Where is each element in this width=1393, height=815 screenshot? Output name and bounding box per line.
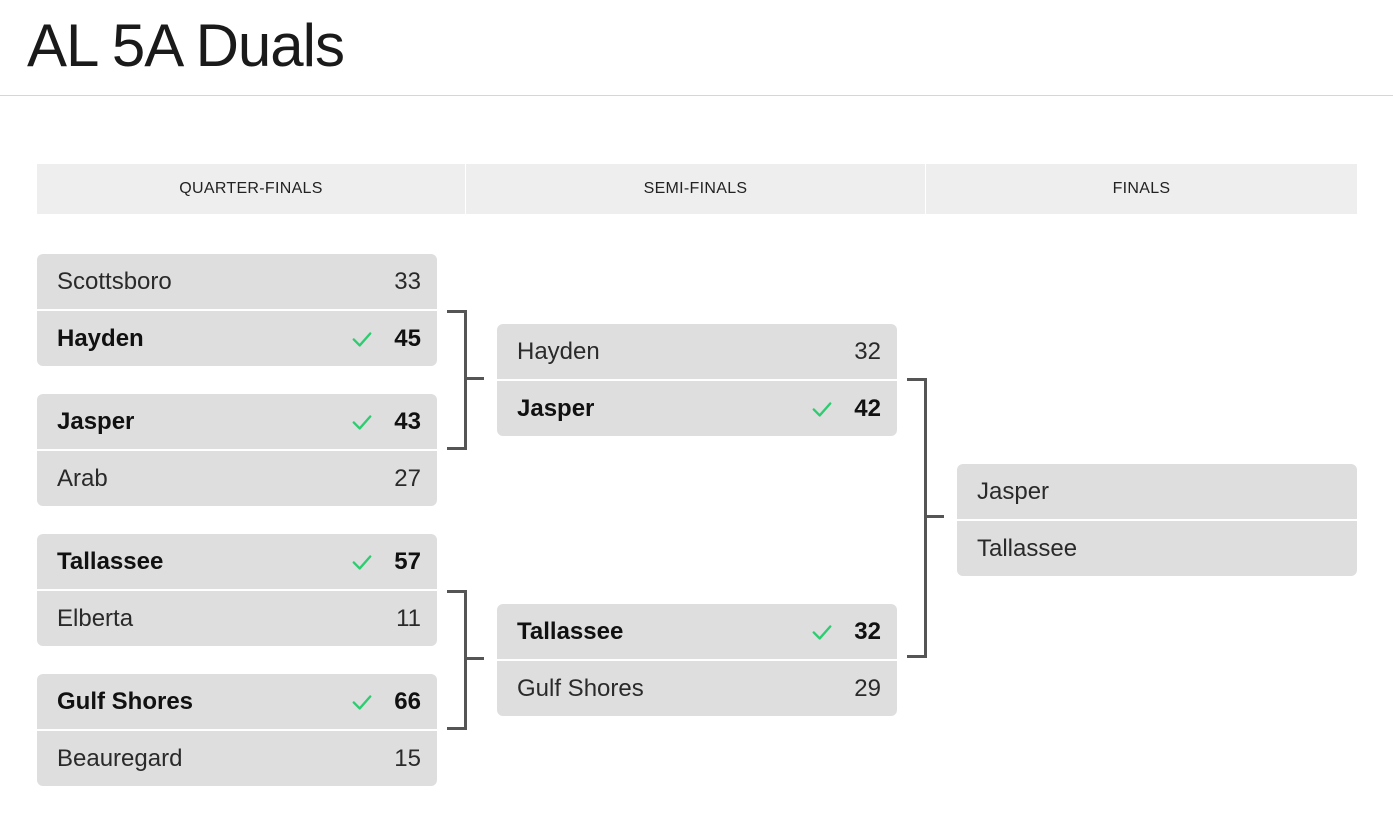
match-quarterfinal-4[interactable]: Gulf Shores 66 Beauregard 15 (37, 674, 437, 786)
round-header-semifinals: SEMI-FINALS (466, 164, 925, 214)
team-name: Tallassee (517, 617, 624, 645)
check-icon (352, 414, 372, 430)
bracket-connector-stub (466, 377, 484, 380)
match-quarterfinal-2[interactable]: Jasper 43 Arab 27 (37, 394, 437, 506)
team-score: 45 (394, 324, 421, 352)
team-row[interactable]: Tallassee 57 (37, 534, 437, 589)
team-row[interactable]: Scottsboro 33 (37, 254, 437, 309)
team-row[interactable]: Hayden 32 (497, 324, 897, 379)
page-title: AL 5A Duals (27, 12, 345, 79)
team-name: Hayden (57, 324, 144, 352)
check-icon (812, 401, 832, 417)
team-name: Elberta (57, 604, 134, 632)
team-row[interactable]: Tallassee 32 (497, 604, 897, 659)
team-name: Scottsboro (57, 267, 172, 295)
match-semifinal-1[interactable]: Hayden 32 Jasper 42 (497, 324, 897, 436)
team-name: Beauregard (57, 744, 183, 772)
match-final[interactable]: Jasper Tallassee (957, 464, 1357, 576)
bracket-connector-stub (466, 657, 484, 660)
team-row[interactable]: Gulf Shores 66 (37, 674, 437, 729)
match-semifinal-2[interactable]: Tallassee 32 Gulf Shores 29 (497, 604, 897, 716)
bracket-connector-qf-1-2 (447, 310, 467, 450)
bracket-connector-sf-1-2 (907, 378, 927, 658)
team-name: Arab (57, 464, 108, 492)
team-score: 29 (854, 674, 881, 702)
team-score: 32 (854, 617, 881, 645)
check-icon (352, 331, 372, 347)
check-icon (812, 624, 832, 640)
team-name: Tallassee (977, 534, 1078, 562)
team-name: Tallassee (57, 547, 164, 575)
bracket-connector-qf-3-4 (447, 590, 467, 730)
bracket-connector-stub (926, 515, 944, 518)
team-score: 57 (394, 547, 421, 575)
team-score: 32 (854, 337, 881, 365)
team-score: 43 (394, 407, 421, 435)
team-name: Gulf Shores (57, 687, 194, 715)
team-row[interactable]: Hayden 45 (37, 311, 437, 366)
team-row[interactable]: Gulf Shores 29 (497, 661, 897, 716)
team-row[interactable]: Beauregard 15 (37, 731, 437, 786)
team-row[interactable]: Tallassee (957, 521, 1357, 576)
team-row[interactable]: Jasper 42 (497, 381, 897, 436)
team-score: 42 (854, 394, 881, 422)
team-row[interactable]: Arab 27 (37, 451, 437, 506)
team-name: Hayden (517, 337, 600, 365)
team-score: 15 (394, 744, 421, 772)
round-header-finals: FINALS (926, 164, 1357, 214)
team-score: 33 (394, 267, 421, 295)
team-row[interactable]: Jasper 43 (37, 394, 437, 449)
team-row[interactable]: Elberta 11 (37, 591, 437, 646)
team-score: 11 (396, 604, 421, 632)
round-header-quarterfinals: QUARTER-FINALS (37, 164, 465, 214)
check-icon (352, 694, 372, 710)
match-quarterfinal-1[interactable]: Scottsboro 33 Hayden 45 (37, 254, 437, 366)
team-name: Jasper (57, 407, 135, 435)
match-quarterfinal-3[interactable]: Tallassee 57 Elberta 11 (37, 534, 437, 646)
team-name: Gulf Shores (517, 674, 644, 702)
team-row[interactable]: Jasper (957, 464, 1357, 519)
team-score: 66 (394, 687, 421, 715)
title-divider (0, 95, 1393, 96)
team-name: Jasper (517, 394, 595, 422)
team-name: Jasper (977, 477, 1050, 505)
check-icon (352, 554, 372, 570)
team-score: 27 (394, 464, 421, 492)
